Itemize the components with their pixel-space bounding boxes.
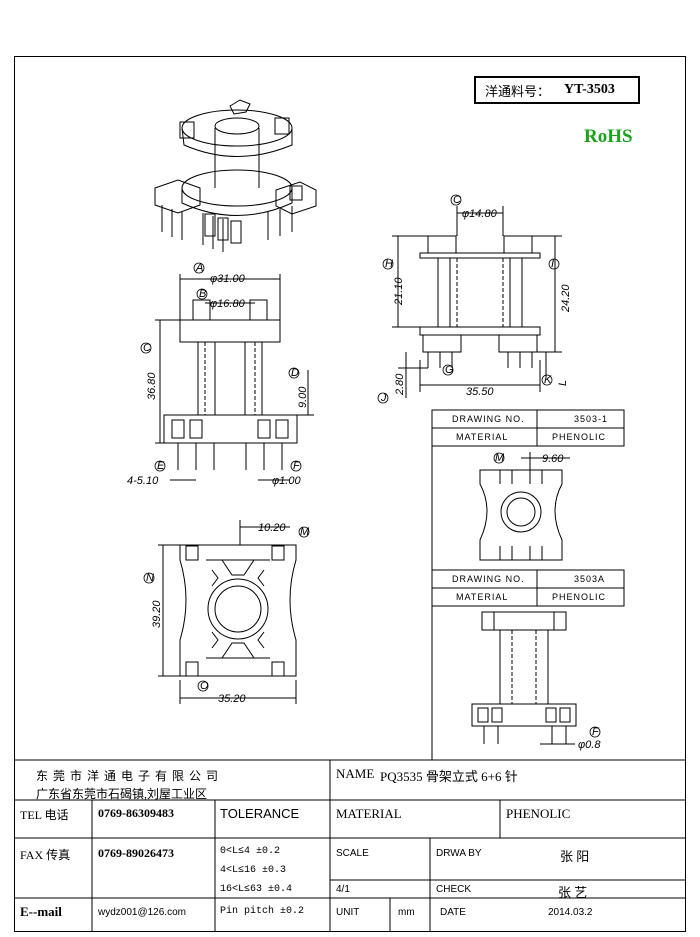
tolerance-label: TOLERANCE [220, 806, 300, 821]
title-block-grid [14, 759, 686, 932]
date-label: DATE [440, 907, 466, 918]
dimension-values: φ14.80 21.10 24.20 2.80 35.50 L φ31.00 φ… [127, 208, 601, 751]
dim-top-l: 24.20 [560, 284, 572, 313]
material-value: PHENOLIC [506, 806, 571, 821]
callout-m: M [300, 526, 310, 538]
callout-h: H [385, 258, 393, 270]
unit-value: mm [398, 907, 415, 918]
name-value: PQ3535 骨架立式 6+6 针 [380, 769, 518, 784]
rohs-mark: RoHS [584, 126, 633, 147]
scale-label: SCALE [336, 848, 369, 859]
dim-right-f: φ0.8 [578, 739, 601, 751]
material-label: MATERIAL [336, 806, 402, 821]
dim-top-width: 35.50 [466, 386, 494, 398]
name-label: NAME [336, 766, 375, 781]
check-label: CHECK [436, 884, 472, 895]
unit-label: UNIT [336, 907, 360, 918]
dim-bottom-m: 10.20 [258, 522, 286, 534]
tolerance-row-4: Pin pitch ±0.2 [220, 906, 305, 917]
dim-right-m: 9.60 [542, 453, 564, 465]
fax-label: FAX 传真 [20, 848, 71, 862]
table1-drawing-label: DRAWING NO. [452, 414, 525, 424]
table2-drawing-value: 3503A [574, 574, 606, 584]
callout-markers [140, 194, 601, 738]
callout-f: F [293, 460, 301, 472]
fax-value: 0769-89026473 [98, 846, 174, 860]
dim-top-phi: φ14.80 [462, 208, 498, 220]
table1-material-value: PHENOLIC [552, 432, 607, 442]
callout-c: C [453, 194, 461, 206]
small-top-view [479, 452, 570, 561]
email-value: wydz001@126.com [98, 907, 186, 918]
scale-value: 4/1 [336, 884, 350, 895]
small-front-view [471, 611, 577, 745]
date-value: 2014.03.2 [548, 907, 593, 918]
company-name: 东 莞 市 洋 通 电 子 有 限 公 司 [36, 769, 220, 783]
table1-drawing-value: 3503-1 [574, 414, 609, 424]
dim-front-f: φ1.00 [272, 475, 301, 487]
callout-c-front: C [143, 342, 151, 354]
dim-top-j: 2.80 [394, 373, 406, 396]
drawby-value: 张 阳 [560, 849, 590, 864]
table2-material-value: PHENOLIC [552, 592, 607, 602]
check-value: 张 艺 [558, 885, 588, 900]
dim-bottom-n: 39.20 [151, 600, 163, 628]
tel-value: 0769-86309483 [98, 806, 174, 820]
callout-j: J [380, 392, 387, 404]
callout-b: B [199, 288, 206, 300]
top-side-view [392, 206, 562, 398]
part-number-box: 洋通料号： YT-3503 [474, 76, 640, 104]
table2-drawing-label: DRAWING NO. [452, 574, 525, 584]
tel-label: TEL 电话 [20, 808, 69, 822]
email-label: E--mail [20, 904, 62, 919]
dim-front-d: 9.00 [297, 386, 309, 408]
dim-top-k: L [557, 380, 569, 386]
callout-o: O [200, 680, 209, 692]
dim-front-b: φ16.80 [210, 298, 246, 310]
callout-f-right: F [592, 726, 600, 738]
front-view [155, 274, 314, 481]
table2-material-label: MATERIAL [456, 592, 509, 602]
tolerance-row-1: 0<L≤4 ±0.2 [220, 846, 281, 857]
table1-material-label: MATERIAL [456, 432, 509, 442]
dim-top-h: 21.10 [393, 277, 405, 306]
tolerance-row-2: 4<L≤16 ±0.3 [220, 865, 287, 876]
dim-bottom-o: 35.20 [218, 693, 246, 705]
callout-d: D [291, 367, 299, 379]
callout-i: I [551, 258, 554, 270]
dim-front-c: 36.80 [146, 372, 158, 400]
drawing-sheet-border [14, 56, 686, 932]
callout-a: A [195, 262, 203, 274]
callout-e: E [157, 460, 165, 472]
isometric-view [154, 99, 317, 252]
callout-k: K [544, 374, 552, 386]
bottom-view [158, 520, 297, 704]
tolerance-row-3: 16<L≤63 ±0.4 [220, 884, 293, 895]
callout-n: N [146, 572, 154, 584]
callout-letters: C H I J G K A B C D E F M N O M F [143, 194, 600, 738]
dim-front-e: 4-5.10 [127, 475, 159, 487]
label-tables [431, 409, 625, 760]
dim-front-a: φ31.00 [210, 273, 246, 285]
callout-g: G [445, 364, 454, 376]
drawby-label: DRWA BY [436, 848, 482, 859]
part-number-value: YT-3503 [564, 82, 615, 97]
company-address: 广东省东莞市石碣镇,刘屋工业区 [36, 787, 208, 801]
callout-m-right: M [495, 452, 505, 464]
part-number-label: 洋通料号： [485, 83, 551, 99]
